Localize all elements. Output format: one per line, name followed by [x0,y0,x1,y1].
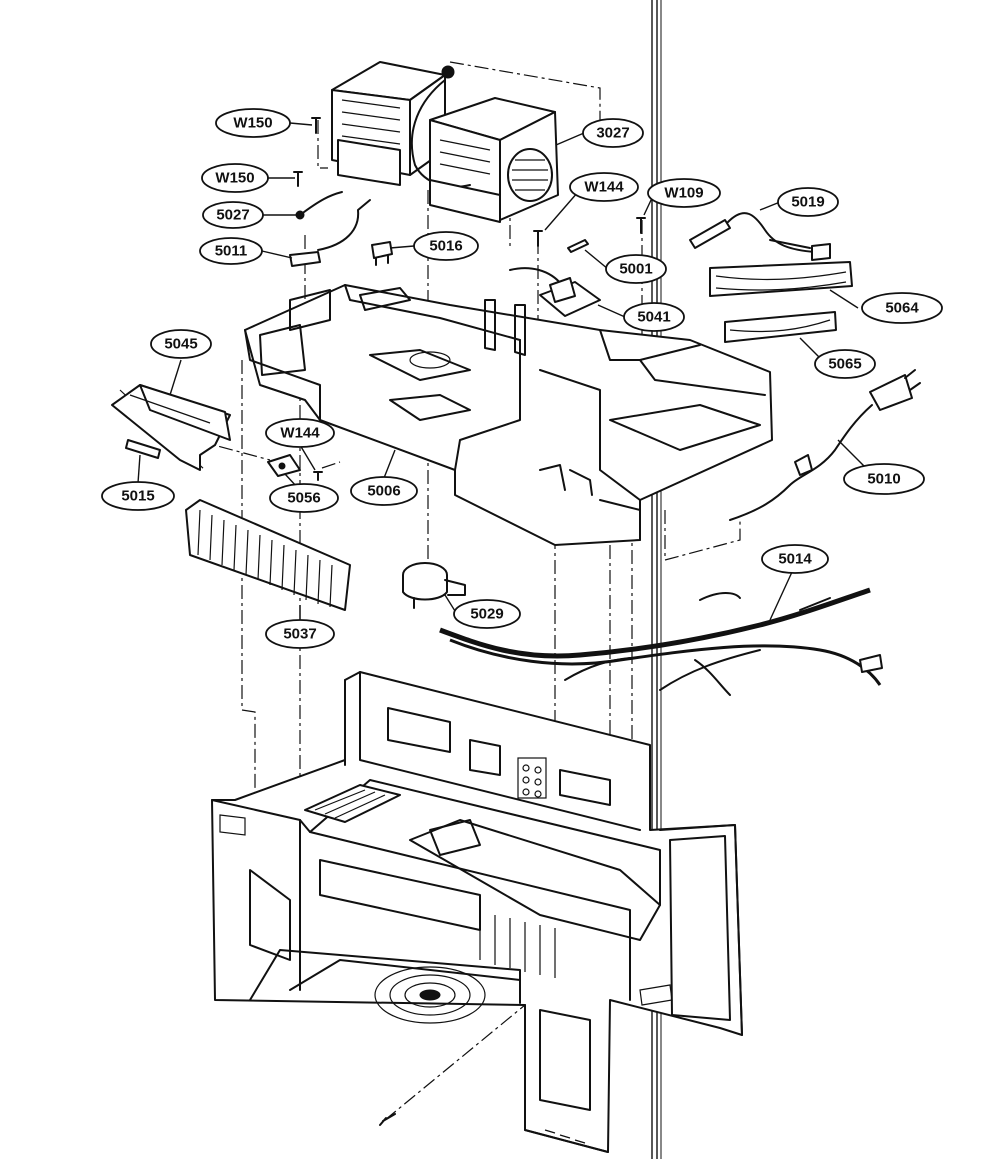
callout-label: W150 [215,170,254,187]
callout-3027: 3027 [582,118,644,148]
callout-label: 5041 [637,309,670,326]
callout-5056: 5056 [269,483,339,513]
callout-label: W144 [584,179,624,196]
main-wire-harness [439,587,883,696]
callout-w144-lower: W144 [265,418,335,448]
callout-label: 3027 [596,125,629,142]
callout-w150-top: W150 [215,108,291,138]
power-cord [729,369,921,521]
callout-5016: 5016 [413,231,479,261]
callout-5006: 5006 [350,476,418,506]
base-plate-frame [244,284,773,546]
door-sensor-parts [111,384,301,477]
callout-label: 5016 [429,238,462,255]
callout-5065: 5065 [814,349,876,379]
callout-label: 5029 [470,606,503,623]
callout-label: 5010 [867,471,900,488]
callout-5029: 5029 [453,599,521,629]
callout-w144-top: W144 [569,172,639,202]
callout-label: W109 [664,185,703,202]
callout-leader-lines [137,122,869,622]
callout-5041: 5041 [623,302,685,332]
callout-label: W150 [233,115,272,132]
callout-label: 5001 [619,261,652,278]
callout-label: 5027 [216,207,249,224]
callout-w109: W109 [647,178,721,208]
callout-label: 5014 [778,551,812,568]
callout-label: 5056 [287,490,320,507]
callout-label: 5015 [121,488,154,505]
callout-label: W144 [280,425,320,442]
callout-5045: 5045 [150,329,212,359]
callout-5001: 5001 [605,254,667,284]
callout-label: 5045 [164,336,197,353]
damper-and-switch-parts [509,239,601,317]
callout-5019: 5019 [777,187,839,217]
callout-5014: 5014 [761,544,829,574]
screw-parts [293,117,646,1126]
callout-5015: 5015 [101,481,175,511]
callout-label: 5065 [828,356,861,373]
turntable-motor [402,562,466,609]
vent-grille [185,499,351,611]
callout-label: 5011 [215,243,248,260]
callout-5027: 5027 [202,201,264,229]
microwave-cabinet [211,671,743,1153]
callout-label: 5006 [367,483,400,500]
callout-label: 5064 [885,300,919,317]
callout-5037: 5037 [265,619,335,649]
wire-harness-5019 [689,212,831,261]
callout-w150-second: W150 [201,163,269,193]
callout-5011: 5011 [199,237,263,265]
thermostat-and-fuse-parts [289,191,393,267]
blower-fan-assembly [331,61,559,223]
callout-label: 5037 [283,626,316,643]
callout-5064: 5064 [861,292,943,324]
heater-cover-strips [709,261,853,343]
callout-label: 5019 [791,194,824,211]
callout-5010: 5010 [843,463,925,495]
